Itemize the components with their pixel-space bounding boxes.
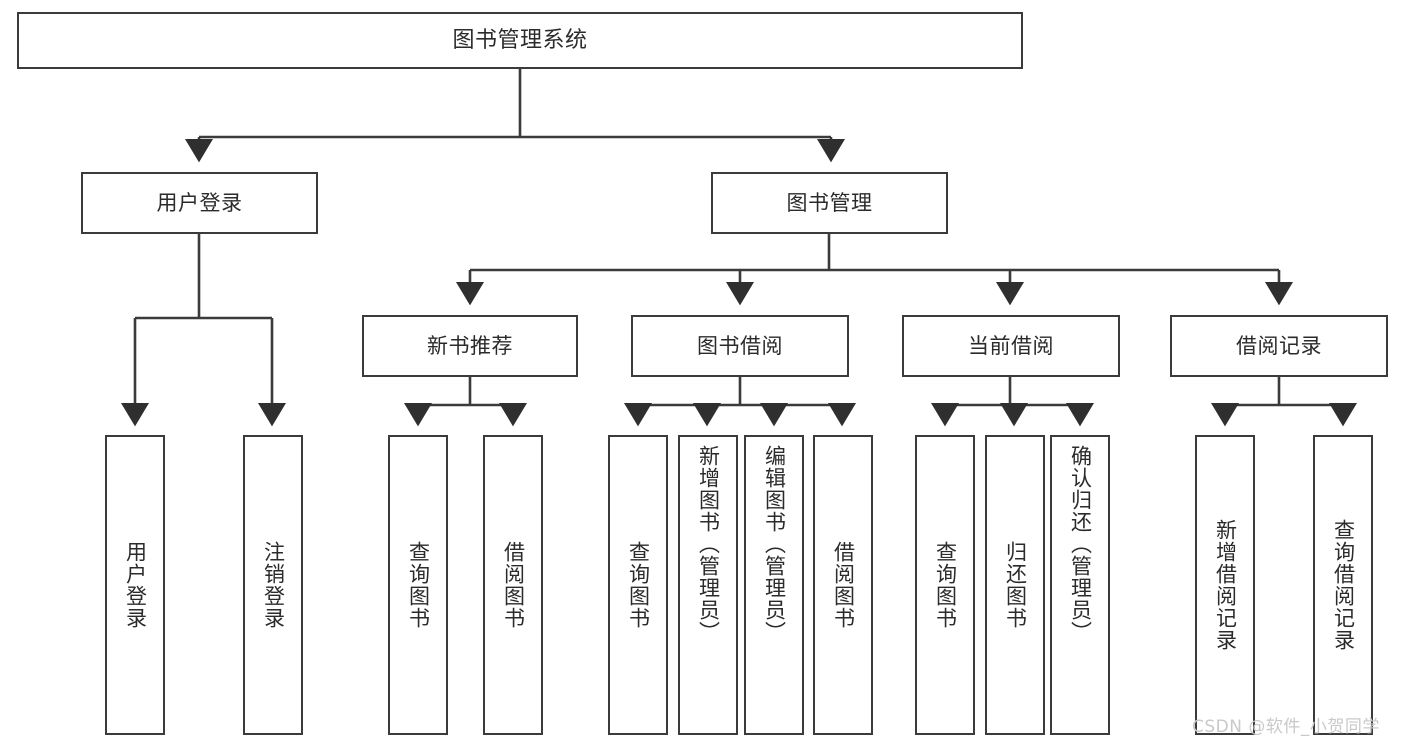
- node-new-book-recommend[interactable]: 新书推荐: [362, 315, 578, 377]
- node-label: 图书管理系统: [452, 27, 588, 53]
- leaf-logout[interactable]: 注销登录: [243, 435, 303, 735]
- node-root-book-management-system[interactable]: 图书管理系统: [17, 12, 1023, 69]
- leaf-query-borrow-record[interactable]: 查询借阅记录: [1313, 435, 1373, 735]
- leaf-edit-book-admin[interactable]: 编辑图书（管理员）: [744, 435, 804, 735]
- node-user-login[interactable]: 用户登录: [81, 172, 318, 234]
- node-label: 编辑图书（管理员）: [762, 445, 787, 643]
- node-label: 查询借阅记录: [1331, 519, 1356, 651]
- leaf-return-book[interactable]: 归还图书: [985, 435, 1045, 735]
- leaf-query-book-borrow[interactable]: 查询图书: [608, 435, 668, 735]
- node-book-borrow[interactable]: 图书借阅: [631, 315, 849, 377]
- leaf-borrow-book-newbook[interactable]: 借阅图书: [483, 435, 543, 735]
- leaf-add-borrow-record[interactable]: 新增借阅记录: [1195, 435, 1255, 735]
- node-label: 归还图书: [1003, 541, 1028, 629]
- node-label: 当前借阅: [968, 333, 1054, 358]
- node-label: 新增图书（管理员）: [696, 445, 721, 643]
- node-label: 新书推荐: [427, 333, 513, 358]
- node-label: 查询图书: [933, 541, 958, 629]
- node-label: 借阅图书: [831, 541, 856, 629]
- node-current-borrow[interactable]: 当前借阅: [902, 315, 1120, 377]
- node-label: 借阅图书: [501, 541, 526, 629]
- node-book-management[interactable]: 图书管理: [711, 172, 948, 234]
- node-label: 图书管理: [786, 190, 873, 215]
- node-borrow-record[interactable]: 借阅记录: [1170, 315, 1388, 377]
- node-label: 确认归还（管理员）: [1068, 445, 1093, 643]
- node-label: 用户登录: [123, 541, 148, 629]
- node-label: 借阅记录: [1236, 333, 1322, 358]
- csdn-watermark: CSDN @软件_小贺同学: [1192, 717, 1380, 737]
- leaf-borrow-book-borrow[interactable]: 借阅图书: [813, 435, 873, 735]
- node-label: 新增借阅记录: [1213, 519, 1238, 651]
- leaf-query-book-current[interactable]: 查询图书: [915, 435, 975, 735]
- node-label: 注销登录: [261, 541, 286, 629]
- node-label: 查询图书: [406, 541, 431, 629]
- leaf-confirm-return-admin[interactable]: 确认归还（管理员）: [1050, 435, 1110, 735]
- leaf-user-login[interactable]: 用户登录: [105, 435, 165, 735]
- node-label: 用户登录: [156, 190, 243, 215]
- node-label: 图书借阅: [697, 333, 783, 358]
- leaf-query-book-newbook[interactable]: 查询图书: [388, 435, 448, 735]
- leaf-add-book-admin[interactable]: 新增图书（管理员）: [678, 435, 738, 735]
- node-label: 查询图书: [626, 541, 651, 629]
